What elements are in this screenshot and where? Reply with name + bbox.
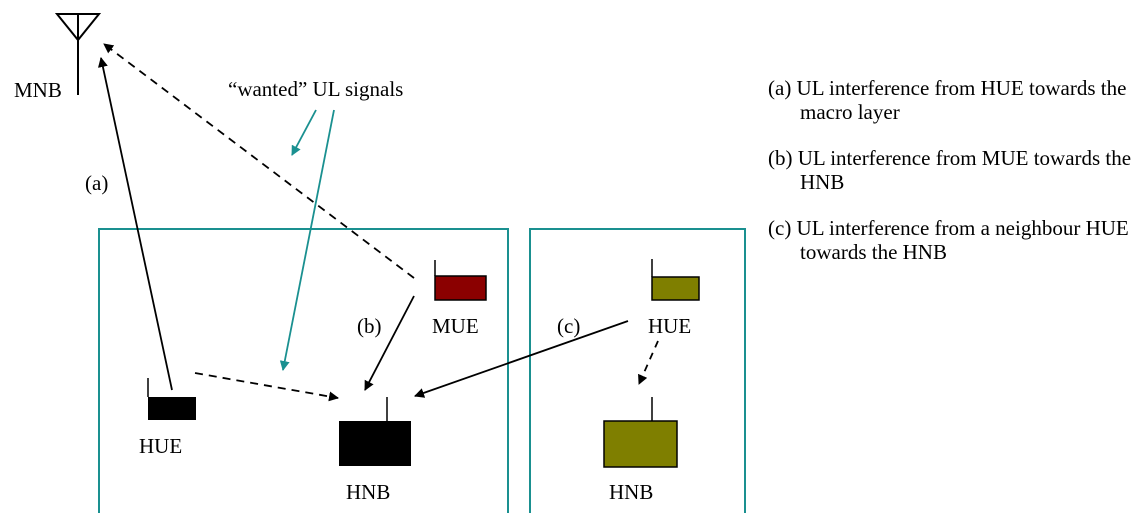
neighbour-hue-label: HUE — [648, 314, 691, 338]
mnb-label: MNB — [14, 78, 62, 102]
mnb-antenna-icon — [54, 13, 102, 95]
hue-device-icon — [147, 378, 196, 420]
legend: (a) UL interference from HUE towards the… — [768, 76, 1136, 286]
legend-item-b: (b) UL interference from MUE towards the… — [768, 146, 1132, 194]
wanted-arrow-short — [291, 109, 317, 156]
hue-label: HUE — [139, 434, 182, 458]
arrow-neighbour-hue-to-hnb-wanted — [638, 340, 659, 385]
hnb-center-icon — [339, 397, 411, 466]
home-cell-boundary — [98, 228, 509, 513]
arrow-c-neighbour-hue-to-hnb — [414, 320, 629, 398]
wanted-arrow-long — [279, 109, 335, 371]
neighbour-cell-boundary — [529, 228, 746, 513]
wanted-signals-label: “wanted” UL signals — [228, 77, 403, 101]
hnb-neighbour-icon — [603, 397, 678, 468]
neighbour-hue-device-icon — [651, 259, 700, 301]
arrow-a-hue-to-mnb — [97, 57, 173, 391]
hnb-neighbour-label: HNB — [609, 480, 653, 504]
mue-device-icon — [434, 260, 487, 301]
label-b: (b) — [357, 314, 382, 338]
hnb-center-label: HNB — [346, 480, 390, 504]
legend-item-a: (a) UL interference from HUE towards the… — [768, 76, 1127, 124]
label-a: (a) — [85, 171, 108, 195]
legend-item-c: (c) UL interference from a neighbour HUE… — [768, 216, 1129, 264]
arrow-hue-to-hnb-wanted — [194, 372, 339, 402]
label-c: (c) — [557, 314, 580, 338]
mue-label: MUE — [432, 314, 479, 338]
arrow-mue-to-mnb-wanted — [103, 43, 415, 279]
arrow-b-mue-to-hnb — [364, 295, 415, 391]
